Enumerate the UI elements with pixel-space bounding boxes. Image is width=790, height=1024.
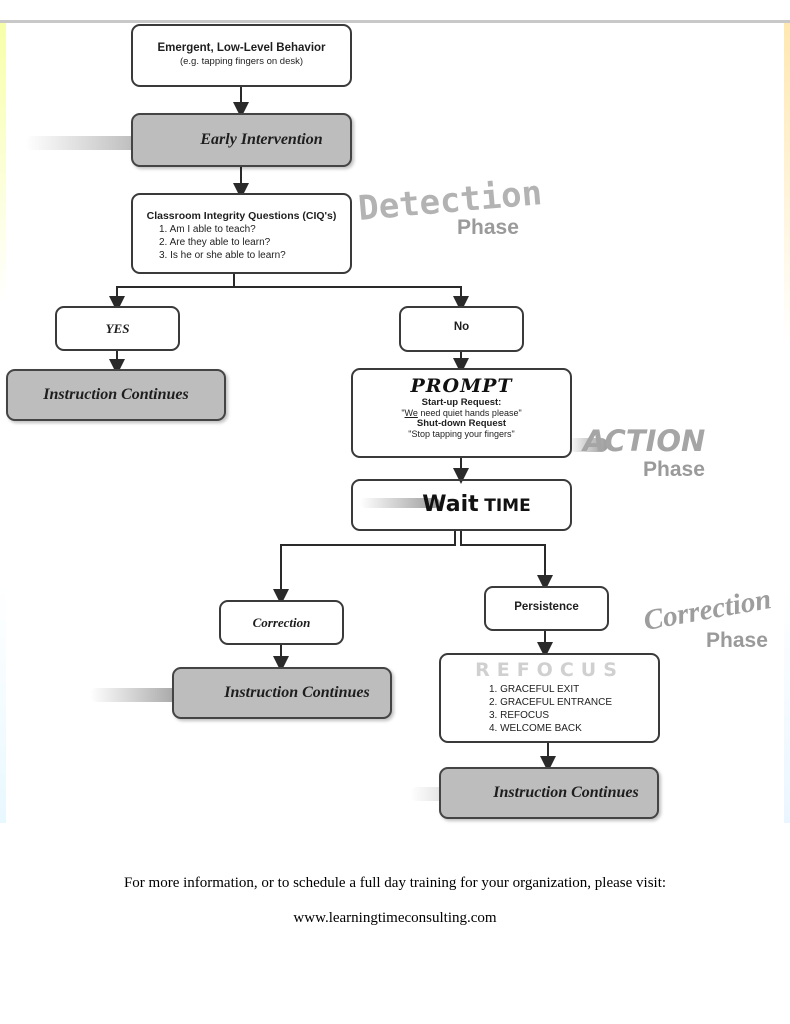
connector-ciq-to-yes [109, 274, 235, 312]
correction-box: Correction [219, 600, 344, 645]
early-intervention-label: Early Intervention [200, 131, 323, 148]
top-divider [0, 20, 790, 23]
ciq-question: 1. Am I able to teach? [159, 224, 256, 235]
yes-label: YES [105, 321, 130, 336]
refocus-step: 1. GRACEFUL EXIT [489, 684, 580, 695]
start-behavior-title: Emergent, Low-Level Behavior [157, 42, 326, 54]
instruction-continues-box-yes: Instruction Continues [6, 369, 226, 421]
start-behavior-example: (e.g. tapping fingers on desk) [179, 56, 304, 67]
speed-streak [90, 688, 190, 702]
detection-phase-label: Phase [457, 216, 519, 239]
right-edge-decoration [784, 23, 790, 823]
quote-open: " [401, 408, 405, 418]
refocus-box: REFOCUS 1. GRACEFUL EXIT 2. GRACEFUL ENT… [439, 653, 660, 743]
start-behavior-box: Emergent, Low-Level Behavior (e.g. tappi… [131, 24, 352, 87]
refocus-step: 2. GRACEFUL ENTRANCE [489, 697, 612, 708]
action-phase-title: ACTION [583, 424, 706, 458]
wait-time-label: Wait TIME [353, 492, 570, 517]
time-word: TIME [484, 496, 531, 516]
instruction-continues-box-correction: Instruction Continues [172, 667, 392, 719]
ciq-question: 3. Is he or she able to learn? [159, 250, 286, 261]
prompt-box: PROMPT Start-up Request: "We need quiet … [351, 368, 572, 458]
correction-label: Correction [252, 615, 311, 630]
startup-request-label: Start-up Request: [421, 397, 502, 408]
instruction-continues-label: Instruction Continues [493, 784, 639, 801]
correction-phase-label: Phase [706, 629, 768, 652]
wait-word: Wait [422, 492, 479, 517]
refocus-heading: REFOCUS [475, 659, 624, 681]
early-intervention-box: Early Intervention [131, 113, 352, 167]
left-edge-decoration [0, 23, 6, 823]
persistence-box: Persistence [484, 586, 609, 631]
refocus-step: 3. REFOCUS [489, 710, 550, 721]
prompt-heading: PROMPT [410, 375, 513, 397]
startup-request-quote: "We need quiet hands please" [353, 408, 570, 418]
instruction-continues-label: Instruction Continues [224, 684, 370, 701]
connector-wait-to-correction [273, 531, 456, 605]
ciq-title: Classroom Integrity Questions (CIQ's) [146, 210, 337, 222]
ciq-question: 2. Are they able to learn? [159, 237, 271, 248]
shutdown-request-label: Shut-down Request [416, 418, 507, 429]
wait-time-box: Wait TIME [351, 479, 572, 531]
refocus-steps-list: 1. GRACEFUL EXIT 2. GRACEFUL ENTRANCE 3.… [489, 683, 658, 735]
footer-website-link[interactable]: www.learningtimeconsulting.com [293, 910, 497, 926]
speed-streak [360, 498, 440, 508]
yes-box: YES [55, 306, 180, 351]
shutdown-request-quote: "Stop tapping your fingers" [408, 429, 515, 439]
instruction-continues-box-refocus: Instruction Continues [439, 767, 659, 819]
ciq-question-list: 1. Am I able to teach? 2. Are they able … [159, 223, 350, 262]
instruction-continues-label: Instruction Continues [43, 386, 189, 403]
no-box: No [399, 306, 524, 352]
connector-ciq-to-no [234, 286, 469, 312]
connector-wait-to-persistence [460, 531, 553, 591]
quote-we: We [404, 408, 418, 418]
refocus-step: 4. WELCOME BACK [489, 723, 582, 734]
speed-streak [568, 438, 608, 452]
ciq-box: Classroom Integrity Questions (CIQ's) 1.… [131, 193, 352, 274]
quote-rest: need quiet hands please" [417, 408, 522, 418]
no-label: No [453, 321, 470, 333]
action-phase-label: Phase [643, 458, 705, 481]
persistence-label: Persistence [514, 601, 579, 613]
footer-info-text: For more information, or to schedule a f… [123, 875, 667, 891]
